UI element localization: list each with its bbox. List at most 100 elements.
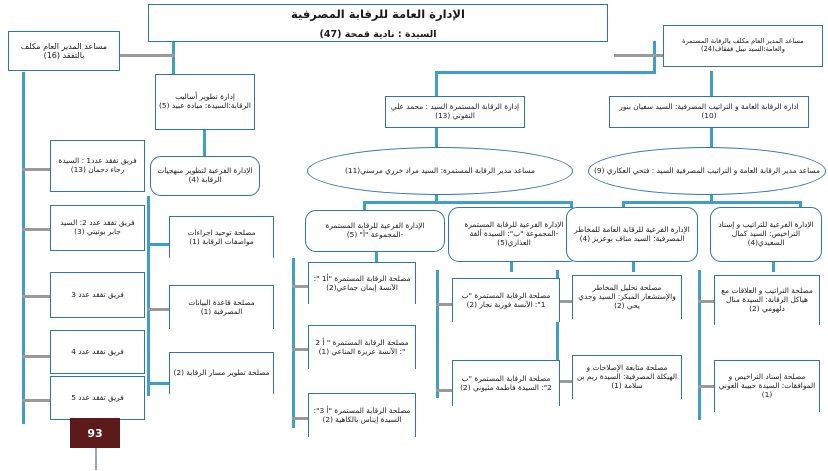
general-a-service-2-label: مصلحة متابعة الإصلاحات و الهيكلة المصرفي… (576, 363, 678, 390)
connector-cont-b-spine (436, 270, 439, 398)
assistant-director-supervision-label: مساعد المدير العام مكلف بالرقابة المستمر… (682, 37, 804, 53)
continuous-group-b-sub-administration-box[interactable]: الإدارة الفرعية للرقابة المستمرة -المجمو… (448, 207, 580, 262)
inspection-team-5-label: فريق تفقد عدد 5 (71, 392, 124, 402)
general-group-b-sub-administration-box[interactable]: الإدارة الفرعية للتراتيب و إسناد التراخي… (710, 207, 822, 262)
continuous-b-service-2-box[interactable]: مصلحة الرقابة المستمرة "ب 2": السيدة فاط… (452, 360, 560, 406)
connector-general-admin-to-deputy (710, 127, 713, 153)
continuous-a-service-2-label: مصلحة الرقابة المستمرة " أ 2 ": الآنسة ع… (315, 337, 409, 356)
inspection-team-3-label: فريق تفقد عدد 3 (71, 289, 124, 299)
connector-gen-b-subadmin-stem (772, 262, 775, 272)
document-shape-wave (309, 303, 415, 304)
continuous-administration-label: إدارة الرقابة المستمرة السيد : محمد علي … (390, 102, 520, 120)
connector-general-split-horizontal (622, 201, 802, 204)
connector-cont-a-service-3 (292, 417, 308, 420)
connector-gen-a-subadmin-stem (632, 262, 635, 272)
connector-gen-a-service-1 (556, 300, 572, 303)
connector-left-assistant-horizontal (118, 54, 175, 57)
general-a-service-1-label: مصلحة تحليل المخاطر والإستشعار المبكر: ا… (578, 283, 676, 310)
general-administration-label: ادارة الرقابة العامة و التراتيب المصرفية… (619, 102, 799, 120)
methods-service-3-label: مصلحة تطوير مسار الرقابة (2) (173, 368, 270, 378)
methods-sub-administration-label: الإدارة الفرعية لتطوير منهجيات الرقابة (… (157, 166, 253, 184)
continuous-deputy-ellipse[interactable]: مساعد مدير الرقابة المستمرة: السيد مراد … (307, 147, 573, 195)
connector-page-tag-stem (95, 448, 97, 470)
continuous-a-service-1-box[interactable]: مصلحة الرقابة المستمرة "أ1 ": الآنسة إيم… (308, 262, 416, 304)
connector-right-bus-horizontal (435, 71, 656, 74)
inspection-team-3-box[interactable]: فريق تفقد عدد 3 (50, 272, 145, 318)
connector-continuous-group-a-vertical (363, 201, 366, 213)
inspection-team-1-box[interactable]: فريق تفقد عدد1 : السيدة رجاء دحمان (13) (50, 140, 145, 192)
document-shape-wave (170, 257, 273, 258)
connector-continuous-deputy-stem (435, 194, 438, 204)
connector-methods-service-3 (147, 382, 169, 385)
continuous-b-service-1-box[interactable]: مصلحة الرقابة المستمرة "ب 1": الآنسة فوز… (452, 278, 560, 322)
connector-methods-vertical (203, 130, 206, 156)
continuous-group-b-sub-administration-label: الإدارة الفرعية للرقابة المستمرة -المجمو… (464, 220, 564, 247)
general-administration-box[interactable]: ادارة الرقابة العامة و التراتيب المصرفية… (609, 96, 809, 128)
assistant-director-supervision-box[interactable]: مساعد المدير العام مكلف بالرقابة المستمر… (663, 25, 823, 67)
document-shape-wave (573, 318, 681, 319)
continuous-a-service-3-label: مصلحة الرقابة المستمرة "أ 3": السيدة إين… (313, 405, 411, 424)
assistant-director-inspection-box[interactable]: مساعد المدير العام مكلف بالتفقد (16) (8, 31, 120, 71)
connector-right-assistant-horizontal (614, 54, 666, 57)
continuous-b-service-2-label: مصلحة الرقابة المستمرة "ب 2": السيدة فاط… (460, 373, 552, 392)
methods-service-1-label: مصلحة توحيد اجراءات مواصفات الرقابة (1) (187, 227, 256, 246)
connector-continuous-admin-to-deputy (435, 127, 438, 153)
continuous-group-a-sub-administration-box[interactable]: الإدارة الفرعية للرقابة المستمرة -المجمو… (305, 210, 445, 252)
methods-service-3-box[interactable]: مصلحة تطوير مسار الرقابة (2) (169, 352, 274, 394)
general-deputy-ellipse[interactable]: مساعد مدير الرقابة العامة و التراتيب الم… (588, 147, 826, 195)
document-shape-wave (170, 393, 273, 394)
document-shape-wave (309, 436, 415, 437)
continuous-administration-box[interactable]: إدارة الرقابة المستمرة السيد : محمد علي … (385, 96, 525, 128)
connector-gen-b-service-2 (698, 385, 714, 388)
general-group-a-sub-administration-box[interactable]: الإدارة الفرعية للرقابة العامة للمخاطر ا… (566, 207, 698, 262)
connector-methods-service-1 (147, 243, 169, 246)
methods-sub-administration-box[interactable]: الإدارة الفرعية لتطوير منهجيات الرقابة (… (150, 156, 260, 196)
connector-cont-b-service-2 (436, 389, 452, 392)
connector-cont-a-spine (292, 258, 295, 428)
connector-inspection-spine (22, 72, 25, 424)
connector-team-5 (22, 399, 50, 402)
inspection-team-4-box[interactable]: فريق تفقد عدد 4 (50, 330, 145, 374)
methods-service-2-box[interactable]: مصلحة قاعدة البيانات المصرفية (1) (169, 285, 274, 329)
continuous-a-service-2-box[interactable]: مصلحة الرقابة المستمرة " أ 2 ": الآنسة ع… (308, 325, 416, 369)
general-deputy-label: مساعد مدير الرقابة العامة و التراتيب الم… (594, 165, 820, 175)
general-a-service-1-box[interactable]: مصلحة تحليل المخاطر والإستشعار المبكر: ا… (572, 275, 682, 319)
document-shape-wave (453, 321, 559, 322)
continuous-a-service-1-label: مصلحة الرقابة المستمرة "أ1 ": الآنسة إيم… (313, 273, 411, 292)
connector-general-admin-vertical (710, 71, 713, 97)
connector-cont-a-service-2 (292, 348, 308, 351)
general-group-b-sub-administration-label: الإدارة الفرعية للتراتيب و إسناد التراخي… (718, 220, 814, 247)
assistant-director-inspection-label: مساعد المدير العام مكلف بالتفقد (16) (20, 41, 108, 60)
connector-gen-a-service-2 (556, 380, 572, 383)
inspection-team-1-label: فريق تفقد عدد1 : السيدة رجاء دحمان (13) (58, 156, 137, 174)
continuous-a-service-3-box[interactable]: مصلحة الرقابة المستمرة "أ 3": السيدة إين… (308, 393, 416, 437)
connector-team-4 (22, 355, 50, 358)
inspection-team-5-box[interactable]: فريق تفقد عدد 5 (50, 376, 145, 420)
general-b-service-1-label: مصلحة التراتيب و العلاقات مع هياكل الرقا… (721, 286, 813, 313)
general-group-a-sub-administration-label: الإدارة الفرعية للرقابة العامة للمخاطر ا… (574, 224, 690, 243)
continuous-deputy-label: مساعد مدير الرقابة المستمرة: السيد مراد … (344, 165, 535, 175)
document-shape-wave (453, 405, 559, 406)
connector-methods-service-2 (147, 308, 169, 311)
document-shape-wave (170, 328, 273, 329)
inspection-team-2-label: فريق تفقد عدد 2: السيد جابر بوتيتي (3) (60, 218, 135, 236)
methods-service-1-box[interactable]: مصلحة توحيد اجراءات مواصفات الرقابة (1) (169, 216, 274, 258)
connector-team-3 (22, 295, 50, 298)
methods-service-2-label: مصلحة قاعدة البيانات المصرفية (1) (188, 297, 255, 316)
methods-administration-box[interactable]: إدارة تطوير أساليب الرقابة:السيدة: ميادة… (155, 74, 255, 130)
connector-general-deputy-stem (710, 194, 713, 204)
page-number-tag: 93 (70, 418, 120, 448)
page-subtitle: السيدة : نادية قمحة (47) (319, 29, 437, 40)
document-shape-wave (573, 398, 681, 399)
connector-cont-b-subadmin-stem (510, 262, 513, 272)
general-a-service-2-box[interactable]: مصلحة متابعة الإصلاحات و الهيكلة المصرفي… (572, 355, 682, 399)
root-title-box[interactable]: الإدارة العامة للرقابة المصرفية السيدة :… (148, 4, 608, 42)
methods-administration-label: إدارة تطوير أساليب الرقابة:السيدة: ميادة… (159, 92, 251, 110)
inspection-team-2-box[interactable]: فريق تفقد عدد 2: السيد جابر بوتيتي (3) (50, 205, 145, 251)
general-b-service-2-box[interactable]: مصلحة إسناد التراخيص و الموافقات: السيدة… (714, 360, 820, 412)
general-b-service-1-box[interactable]: مصلحة التراتيب و العلاقات مع هياكل الرقا… (714, 275, 820, 325)
connector-cont-a-service-1 (292, 285, 308, 288)
document-shape-wave (715, 411, 819, 412)
continuous-b-service-1-label: مصلحة الرقابة المستمرة "ب 1": الآنسة فوز… (461, 290, 551, 309)
